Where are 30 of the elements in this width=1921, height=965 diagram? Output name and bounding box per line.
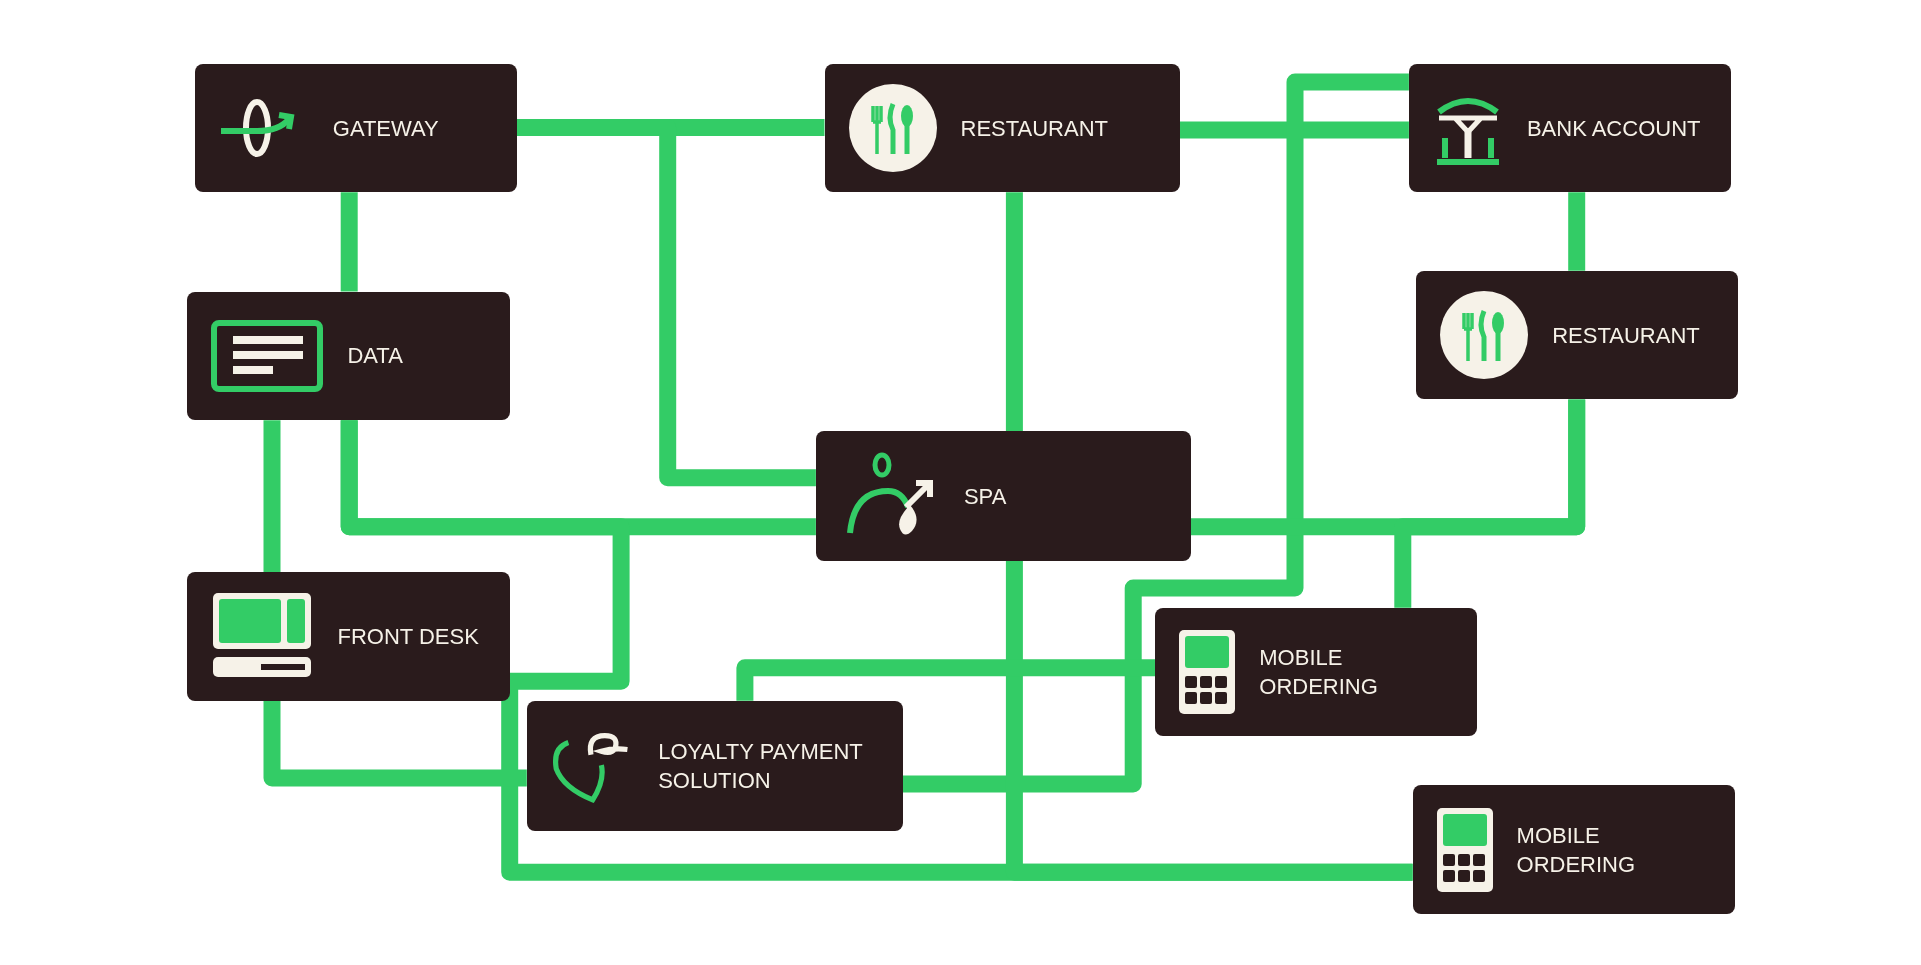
node-label: BANK ACCOUNT	[1526, 114, 1701, 143]
service-box	[187, 572, 510, 701]
connector-line	[1179, 121, 1409, 139]
service-box	[1408, 63, 1732, 193]
connector-line	[902, 73, 1409, 793]
service-box	[1155, 607, 1478, 737]
service-box	[187, 291, 510, 421]
service-box	[815, 431, 1191, 562]
node-label: FRONT DESK	[337, 622, 479, 651]
connector-line	[1005, 561, 1413, 881]
node-label: GATEWAY	[332, 114, 439, 143]
connector-line	[1394, 399, 1586, 608]
connector-line	[1005, 192, 1023, 432]
service-box	[1416, 270, 1739, 400]
connector-line	[263, 700, 527, 787]
node-label: LOYALTY PAYMENT SOLUTION	[658, 737, 864, 795]
service-box	[526, 700, 903, 831]
node-label: DATA	[347, 342, 403, 371]
connector-line	[1568, 192, 1586, 271]
node-label: MOBILE ORDERING	[1516, 821, 1637, 879]
connector-line	[263, 420, 281, 573]
node-label: MOBILE ORDERING	[1259, 643, 1379, 701]
service-box	[1412, 785, 1735, 914]
connector-line	[340, 192, 358, 292]
node-label: RESTAURANT	[960, 114, 1108, 143]
node-label: RESTAURANT	[1552, 321, 1700, 350]
service-box	[194, 63, 517, 193]
connector-line	[736, 659, 1156, 701]
node-label: SPA	[963, 482, 1007, 511]
service-box	[824, 63, 1180, 193]
